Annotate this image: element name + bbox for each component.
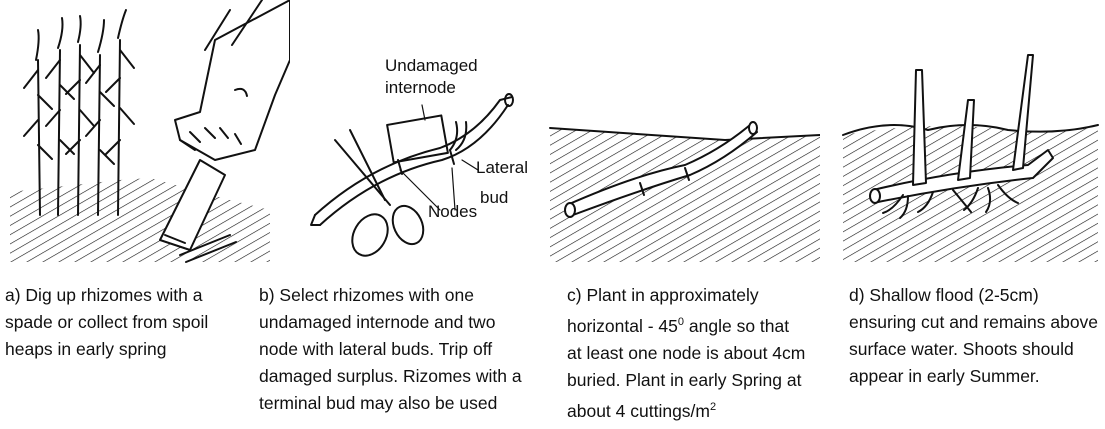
caption-a: a) Dig up rhizomes with a spade or colle…: [5, 282, 208, 363]
scissors-icon: [335, 130, 429, 262]
caption-c-line-5a: about 4 cuttings/m: [567, 401, 710, 421]
caption-d: d) Shallow flood (2-5cm) ensuring cut an…: [849, 282, 1098, 390]
caption-c-line-4: buried. Plant in early Spring at: [567, 367, 805, 394]
caption-c-line-1: c) Plant in approximately: [567, 282, 805, 309]
caption-b-line-4: damaged surplus. Rizomes with a: [259, 363, 522, 390]
label-nodes: Nodes: [428, 202, 477, 221]
reed-plants: [24, 10, 134, 215]
caption-d-line-1: d) Shallow flood (2-5cm): [849, 282, 1098, 309]
caption-a-line-3: heaps in early spring: [5, 336, 208, 363]
caption-d-line-4: appear in early Summer.: [849, 363, 1098, 390]
panel-d-illustration: [828, 0, 1105, 270]
caption-b-line-3: node with lateral buds. Trip off: [259, 336, 522, 363]
caption-c-line-2b: angle so that: [684, 316, 789, 336]
caption-c-line-2: horizontal - 450 angle so that: [567, 309, 805, 340]
caption-c-line-3: at least one node is about 4cm: [567, 340, 805, 367]
caption-b: b) Select rhizomes with one undamaged in…: [259, 282, 522, 417]
panel-b-illustration: [290, 0, 550, 270]
caption-c-line-2a: horizontal - 45: [567, 316, 678, 336]
caption-c-line-5: about 4 cuttings/m2: [567, 394, 805, 425]
caption-a-line-1: a) Dig up rhizomes with a: [5, 282, 208, 309]
soil-hatching: [10, 178, 270, 262]
label-internode: internode: [385, 78, 456, 97]
caption-b-line-5: terminal bud may also be used: [259, 390, 522, 417]
panel-a-illustration: [0, 0, 290, 270]
label-undamaged: Undamaged: [385, 56, 478, 75]
superscript-squared: 2: [710, 401, 716, 413]
label-lateral: Lateral: [476, 158, 528, 177]
caption-d-line-2: ensuring cut and remains above: [849, 309, 1098, 336]
panel-c-illustration: [545, 0, 820, 270]
caption-c: c) Plant in approximately horizontal - 4…: [567, 282, 805, 425]
caption-a-line-2: spade or collect from spoil: [5, 309, 208, 336]
caption-d-line-3: surface water. Shoots should: [849, 336, 1098, 363]
caption-b-line-2: undamaged internode and two: [259, 309, 522, 336]
caption-b-line-1: b) Select rhizomes with one: [259, 282, 522, 309]
label-bud: bud: [480, 188, 508, 207]
